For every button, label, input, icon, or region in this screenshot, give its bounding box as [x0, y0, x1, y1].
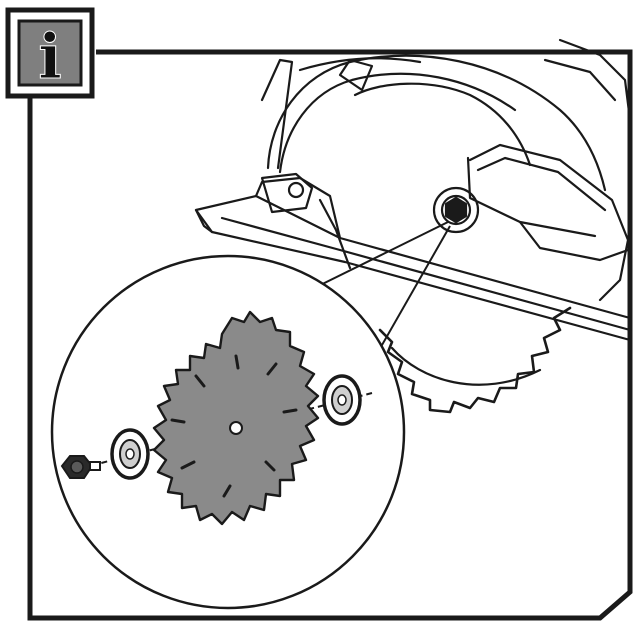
circular-saw-icon	[194, 38, 632, 414]
blade-bolt-icon	[60, 455, 101, 479]
info-icon: i	[38, 20, 62, 93]
info-badge: i	[5, 7, 95, 99]
inner-flange-icon	[322, 374, 362, 426]
outer-flange-icon	[110, 428, 150, 480]
illustration-frame	[27, 49, 633, 621]
saw-blade-icon	[152, 310, 320, 526]
